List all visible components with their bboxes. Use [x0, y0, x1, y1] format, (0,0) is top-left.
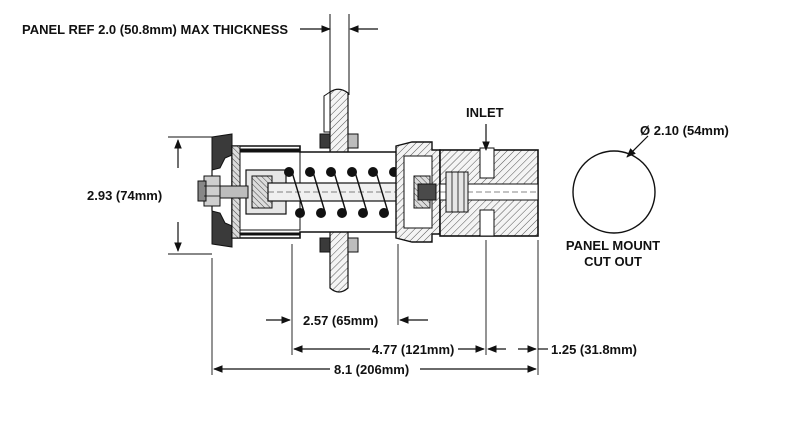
- extension-lines: [211, 240, 539, 375]
- panel-reference-dimension: PANEL REF 2.0 (50.8mm) MAX THICKNESS: [22, 14, 378, 95]
- height-dim-label: 2.93 (74mm): [87, 188, 162, 203]
- cutout-title-line1: PANEL MOUNT: [566, 238, 660, 253]
- panel-nuts: [319, 133, 359, 253]
- piston-stem: [219, 169, 419, 215]
- dim-overall-label: 8.1 (206mm): [334, 362, 409, 377]
- cutout-title-line2: CUT OUT: [584, 254, 642, 269]
- cutout-circle: [572, 150, 656, 234]
- front-bezel: [197, 133, 233, 248]
- dim-body-label: 4.77 (121mm): [372, 342, 454, 357]
- height-dimension: 2.93 (74mm): [87, 136, 212, 255]
- cutout-diameter-label: Ø 2.10 (54mm): [640, 123, 729, 138]
- panel-cutout: Ø 2.10 (54mm) PANEL MOUNT CUT OUT: [566, 123, 729, 269]
- dimension-manifold: 1.25 (31.8mm): [487, 342, 637, 357]
- dimension-body: 4.77 (121mm): [293, 342, 485, 357]
- panel-ref-label: PANEL REF 2.0 (50.8mm) MAX THICKNESS: [22, 22, 288, 37]
- manifold-block: [439, 147, 539, 237]
- inlet-callout: INLET: [466, 105, 504, 151]
- spring: [284, 167, 410, 218]
- dimension-panel-to-body: 2.57 (65mm): [266, 313, 428, 328]
- dim-manifold-label: 1.25 (31.8mm): [551, 342, 637, 357]
- inlet-label: INLET: [466, 105, 504, 120]
- coupling-nut: [395, 141, 441, 243]
- dimension-overall: 8.1 (206mm): [213, 362, 537, 377]
- dim-panel-to-body-label: 2.57 (65mm): [303, 313, 378, 328]
